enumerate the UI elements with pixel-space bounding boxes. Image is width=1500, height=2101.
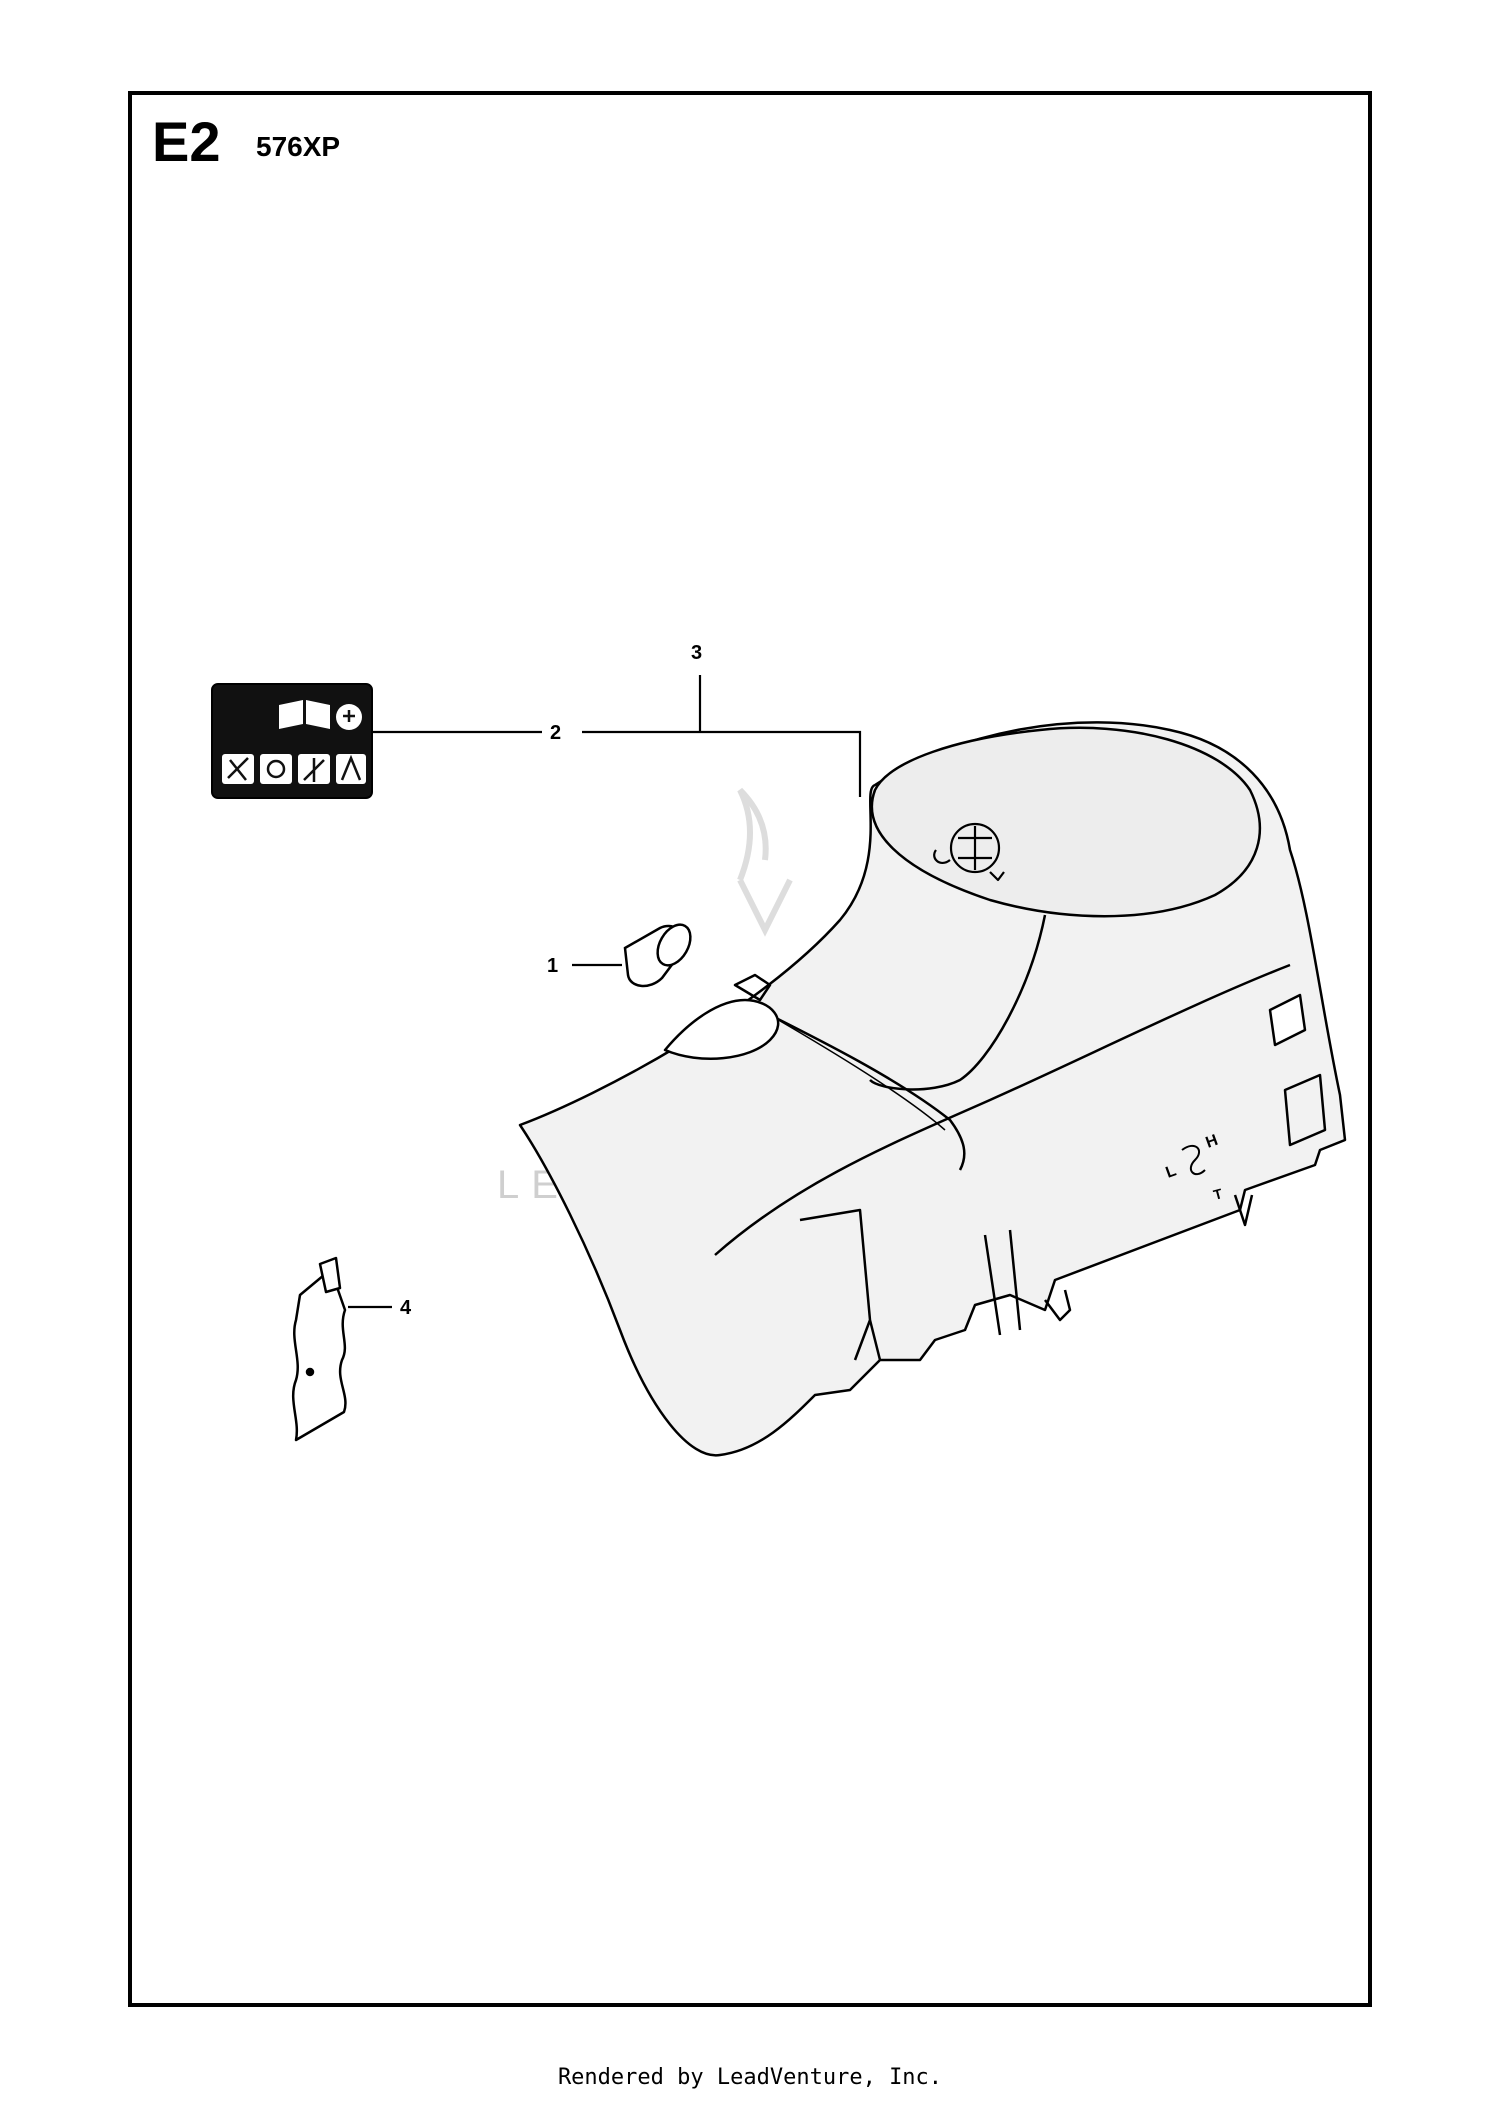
callout-3[interactable]: 3 xyxy=(691,642,702,664)
model-name: 576XP xyxy=(256,131,341,162)
leader-2-to-cover xyxy=(582,730,862,797)
pictogram-2-icon xyxy=(260,754,292,784)
part-4-heat-shield[interactable] xyxy=(291,1256,347,1442)
mark-high: H xyxy=(1204,1132,1221,1152)
infinity-mark-icon xyxy=(1181,1144,1206,1176)
diagram-frame xyxy=(128,91,1372,2007)
husqvarna-logo-icon xyxy=(933,822,1005,882)
leader-lines xyxy=(348,675,862,1309)
footer-credit: Rendered by LeadVenture, Inc. xyxy=(557,2065,943,2090)
manual-book-icon xyxy=(279,700,330,729)
diagram-code: E2 xyxy=(152,110,221,173)
part-3-cylinder-cover[interactable]: L H T xyxy=(518,721,1347,1457)
part-1-rubber-plug[interactable] xyxy=(623,919,697,988)
callout-2[interactable]: 2 xyxy=(550,722,561,744)
callout-4[interactable]: 4 xyxy=(400,1297,412,1319)
callout-1[interactable]: 1 xyxy=(547,955,558,977)
part-2-warning-decal[interactable] xyxy=(211,683,373,799)
